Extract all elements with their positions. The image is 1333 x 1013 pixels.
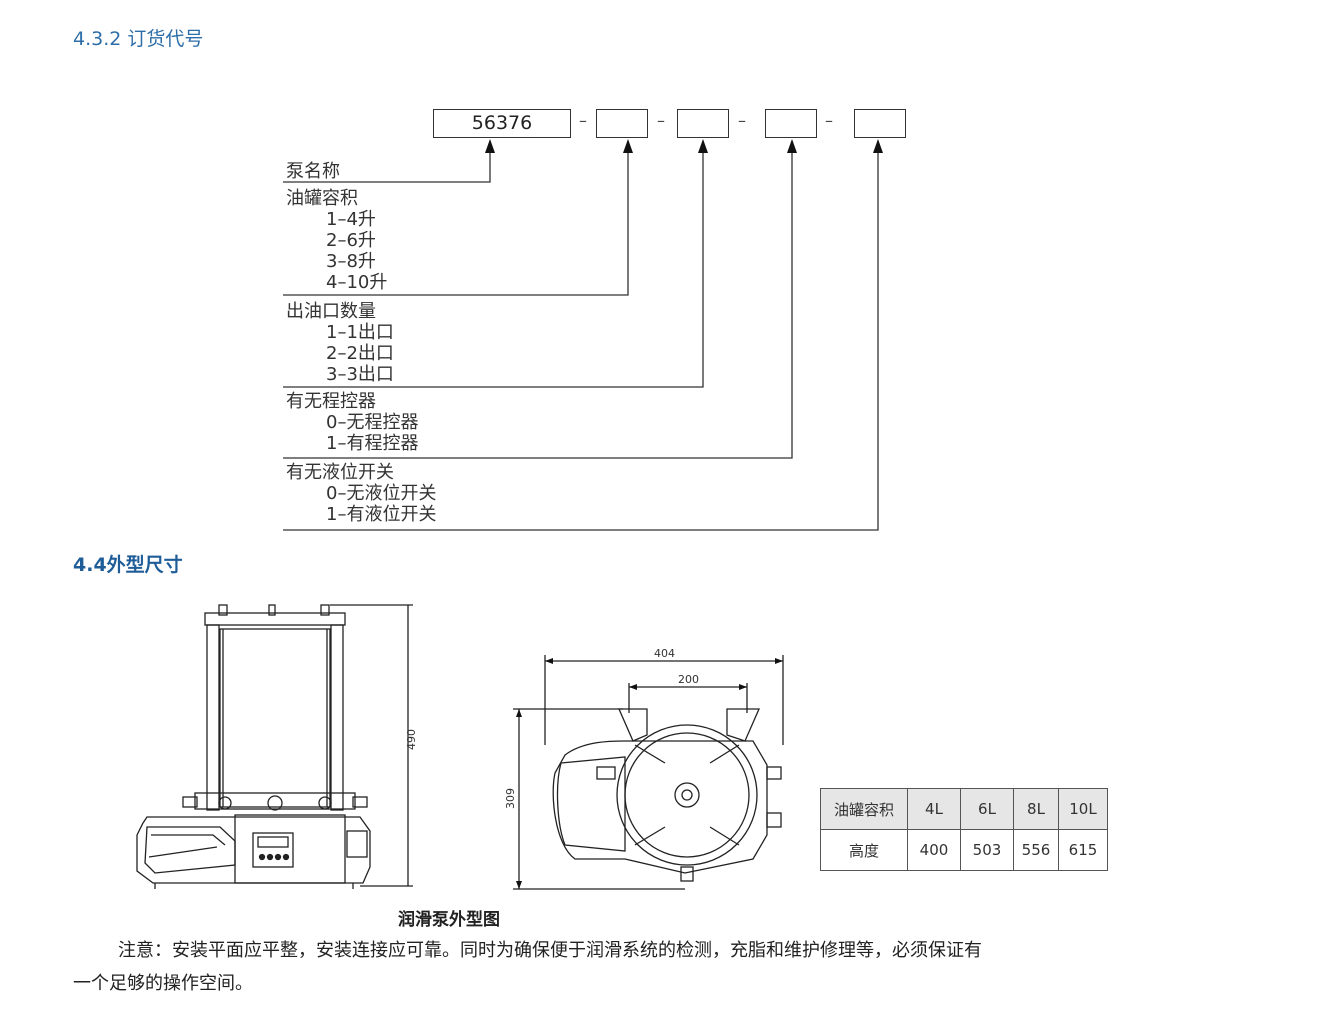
section-title-order-code: 4.3.2 订货代号	[73, 28, 204, 50]
field-label-controller: 有无程控器	[286, 391, 376, 412]
order-code-separator: –	[825, 111, 833, 130]
option-tank-capacity: 1–4升	[326, 209, 376, 230]
figure-caption: 润滑泵外型图	[398, 910, 500, 930]
order-code-separator: –	[579, 111, 587, 130]
option-controller: 0–无程控器	[326, 412, 419, 433]
option-level-switch: 1–有液位开关	[326, 504, 437, 525]
table-cell: 油罐容积	[820, 788, 908, 830]
option-outlets: 2–2出口	[326, 343, 394, 364]
table-cell: 10L	[1058, 788, 1108, 830]
table-cell: 615	[1058, 829, 1108, 871]
note-line-1: 注意：安装平面应平整，安装连接应可靠。同时为确保便于润滑系统的检测，充脂和维护修…	[118, 940, 982, 961]
pump-top-view-drawing: 404 200 309	[505, 647, 784, 890]
option-level-switch: 0–无液位开关	[326, 483, 437, 504]
pump-front-view-drawing: 490	[136, 604, 418, 889]
order-code-leader-lines	[283, 139, 883, 531]
dimension-width: 404	[654, 647, 675, 660]
table-cell: 8L	[1013, 788, 1059, 830]
dimension-mount: 200	[678, 673, 699, 686]
field-label-level-switch: 有无液位开关	[286, 462, 394, 483]
order-code-box-outlets	[677, 109, 729, 138]
table-row: 油罐容积 4L 6L 8L 10L	[820, 788, 1108, 830]
order-code-separator: –	[738, 111, 746, 130]
option-tank-capacity: 2–6升	[326, 230, 376, 251]
table-row: 高度 400 503 556 615	[820, 829, 1108, 871]
table-cell: 503	[960, 829, 1014, 871]
table-cell: 6L	[960, 788, 1014, 830]
capacity-height-table: 油罐容积 4L 6L 8L 10L 高度 400 503 556 615	[820, 788, 1108, 871]
table-cell: 高度	[820, 829, 908, 871]
dimension-height: 490	[405, 729, 418, 750]
section-title-dimensions: 4.4外型尺寸	[73, 554, 183, 576]
table-cell: 556	[1013, 829, 1059, 871]
order-code-box-level-switch	[854, 109, 906, 138]
option-controller: 1–有程控器	[326, 433, 419, 454]
note-line-2: 一个足够的操作空间。	[73, 973, 253, 994]
order-code-box-pump: 56376	[433, 109, 571, 138]
option-tank-capacity: 4–10升	[326, 272, 388, 293]
order-code-separator: –	[657, 111, 665, 130]
table-cell: 4L	[907, 788, 961, 830]
order-code-box-controller	[765, 109, 817, 138]
order-code-box-capacity	[596, 109, 648, 138]
option-outlets: 3–3出口	[326, 364, 394, 385]
option-tank-capacity: 3–8升	[326, 251, 376, 272]
option-outlets: 1–1出口	[326, 322, 394, 343]
dimension-depth: 309	[505, 788, 517, 809]
field-label-tank-capacity: 油罐容积	[286, 188, 358, 209]
field-label-outlets: 出油口数量	[286, 301, 376, 322]
table-cell: 400	[907, 829, 961, 871]
field-label-pump-name: 泵名称	[286, 161, 340, 182]
